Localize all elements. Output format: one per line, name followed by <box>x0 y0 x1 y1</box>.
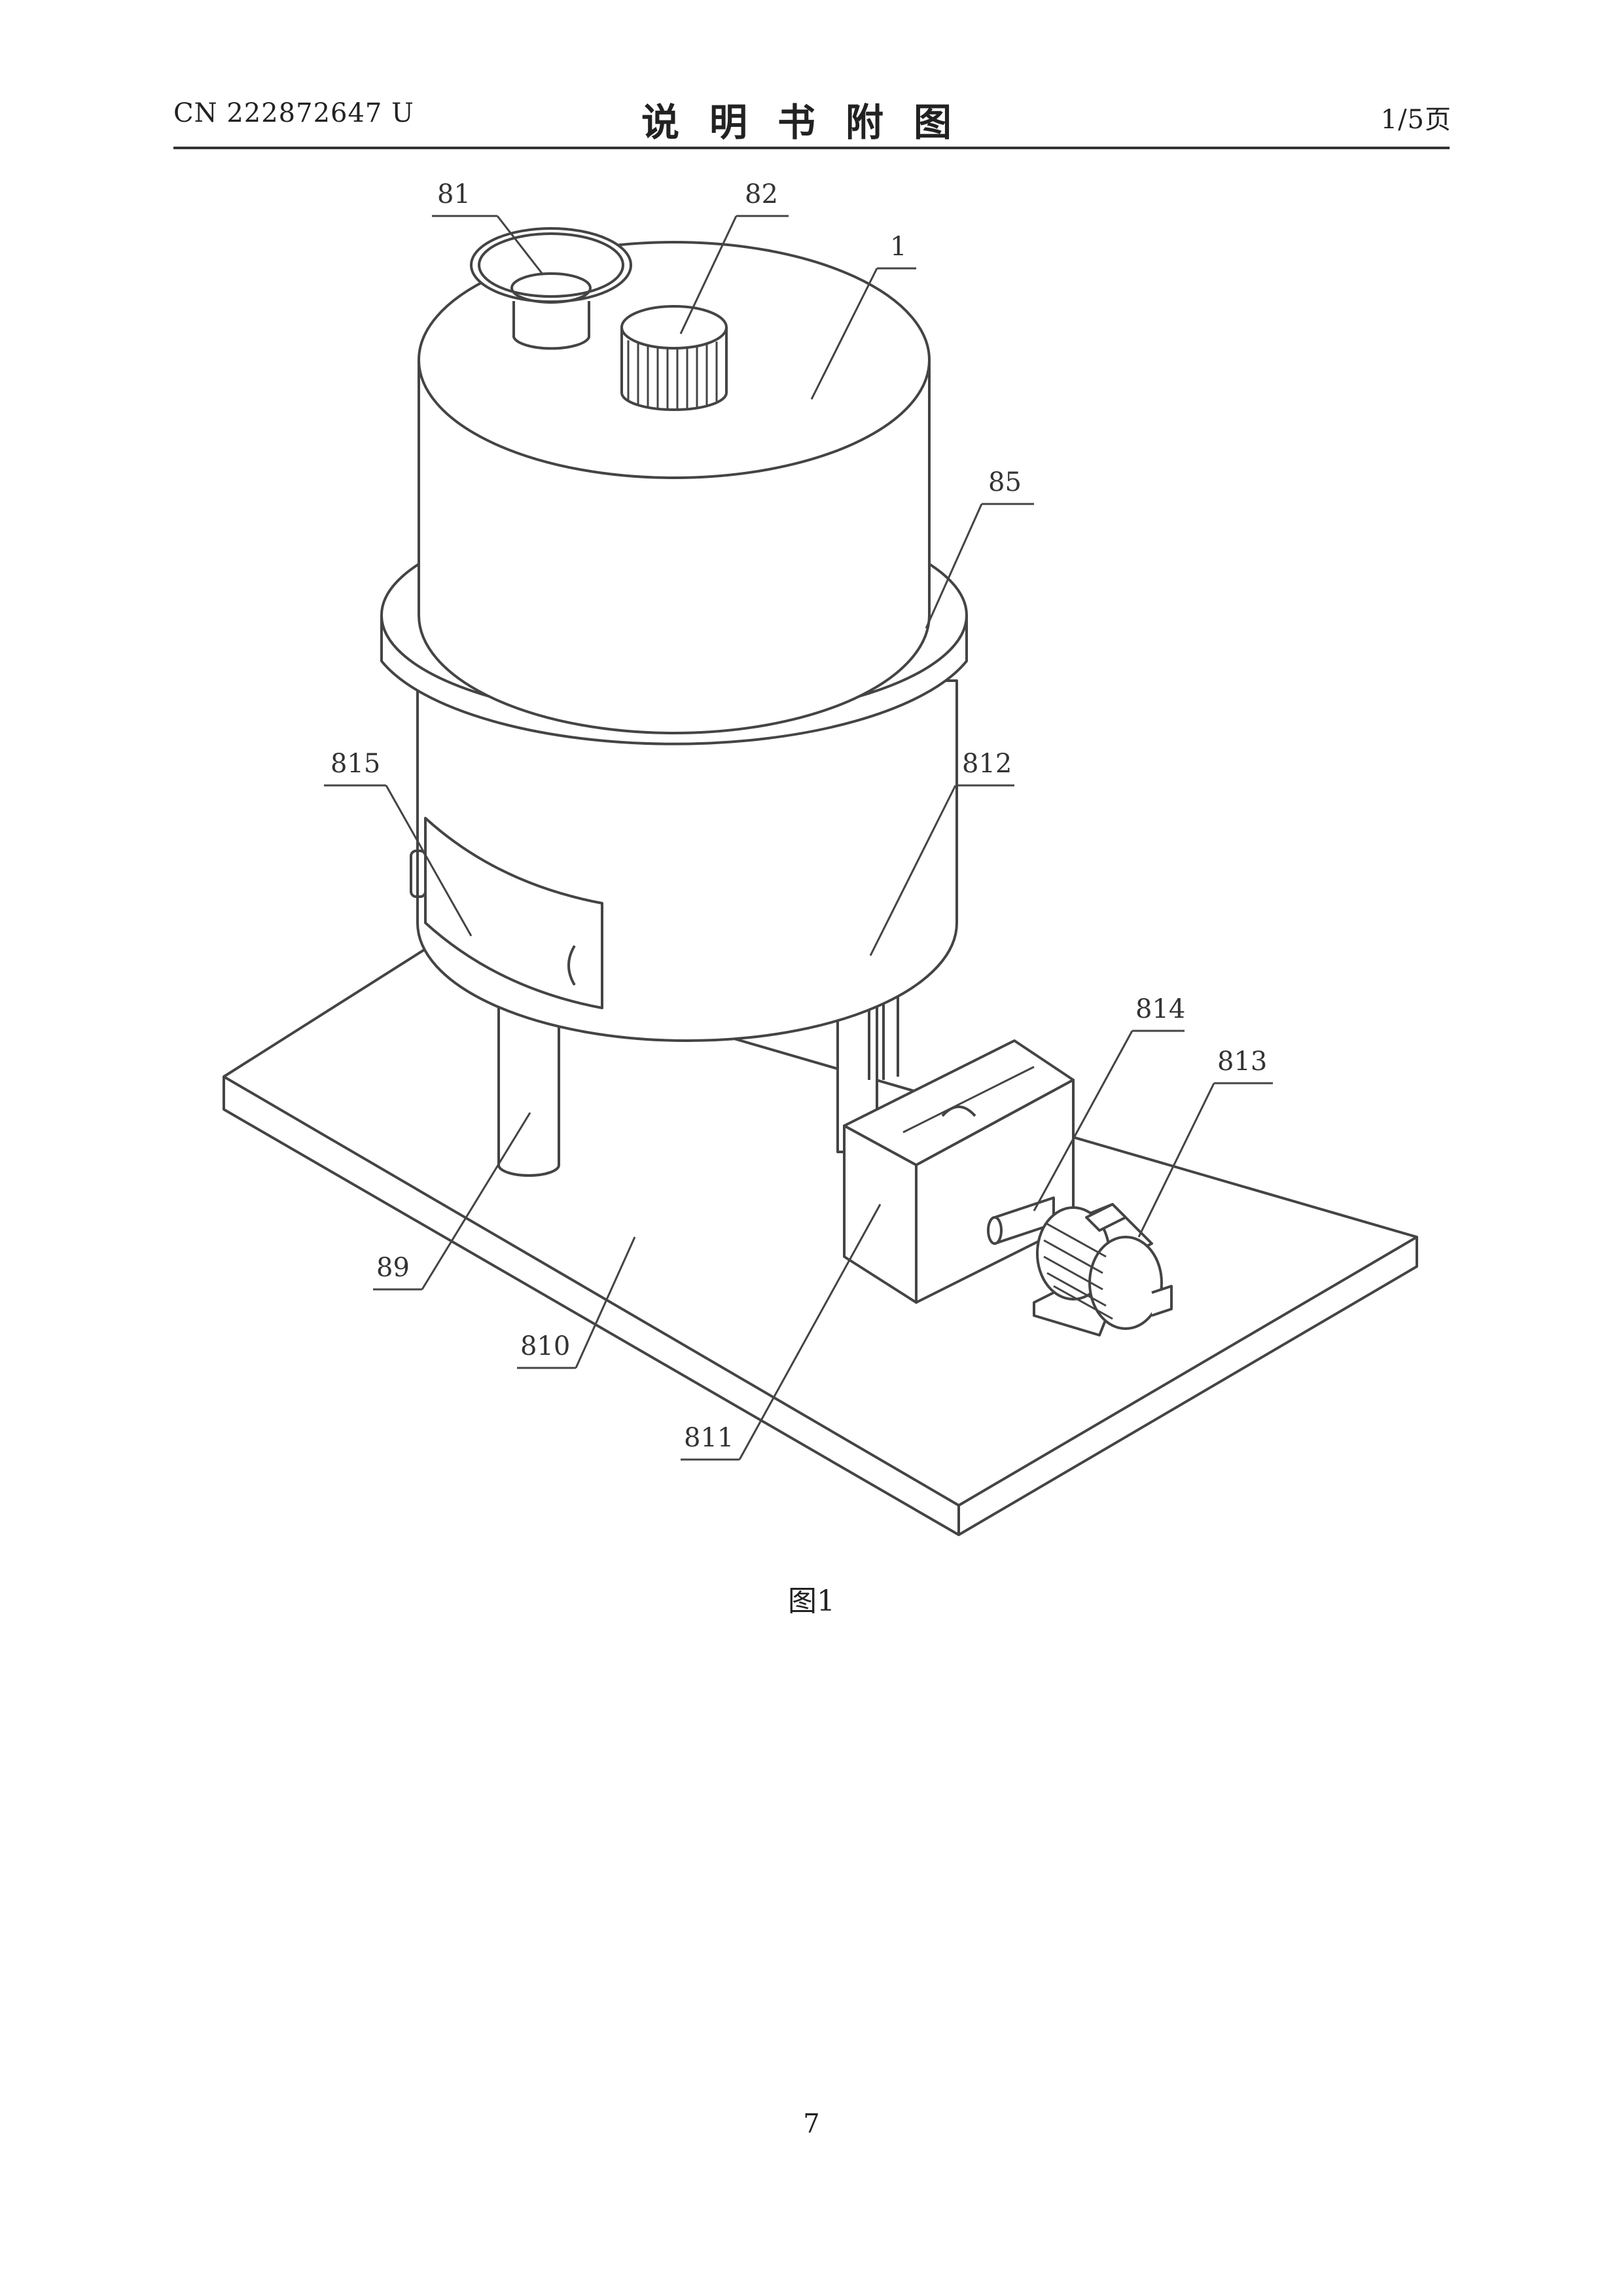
base-plate <box>224 949 1417 1535</box>
label-815: 815 <box>330 749 380 779</box>
label-81: 81 <box>437 179 471 209</box>
label-813: 813 <box>1217 1047 1267 1077</box>
page-count: 1/5页 <box>1381 98 1452 136</box>
page-title: 说明书附图 <box>0 92 1623 147</box>
patent-figure: 81 82 1 85 815 812 814 813 89 810 811 <box>0 157 1623 1564</box>
label-89: 89 <box>376 1253 410 1283</box>
figure-caption: 图1 <box>0 1577 1623 1619</box>
label-82: 82 <box>745 179 778 209</box>
label-810: 810 <box>520 1331 570 1361</box>
label-812: 812 <box>962 749 1012 779</box>
label-85: 85 <box>988 467 1022 497</box>
control-knob <box>622 306 726 410</box>
header-rule <box>173 147 1450 149</box>
page-number: 7 <box>0 2109 1623 2139</box>
label-811: 811 <box>684 1423 734 1453</box>
label-814: 814 <box>1135 994 1185 1024</box>
label-1: 1 <box>890 232 906 262</box>
